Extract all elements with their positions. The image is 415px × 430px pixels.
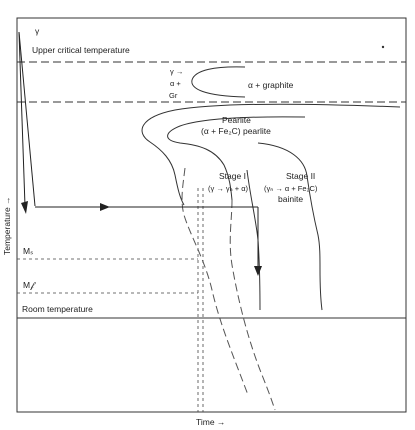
mf-label: M𝒻 (23, 280, 37, 290)
ms-label: Mₛ (23, 246, 33, 256)
stage2-curve (257, 142, 323, 311)
pearlite-label: Pearlite (222, 115, 251, 125)
pearlite-dashed-extension-b (229, 199, 276, 411)
room-temperature-label: Room temperature (22, 304, 93, 314)
plot-frame (16, 17, 407, 413)
stage2-reaction-label: (γₙ → α + Fe₂C) (264, 184, 318, 193)
graphite-curve (191, 66, 246, 98)
marker-dot (381, 45, 385, 49)
gamma-arrow-label: γ → (170, 67, 183, 76)
pearlite-finish-curve (167, 116, 306, 201)
pearlite-detail-label: (α + Fe₂C) pearlite (201, 126, 271, 136)
cooling-arrowhead (21, 201, 28, 214)
upper-critical-label: Upper critical temperature (32, 45, 130, 55)
pearlite-dashed-extension-a (181, 167, 249, 396)
alpha-plus-label: α + (170, 79, 181, 88)
isothermal-arrowhead (100, 203, 110, 211)
cooling-path-diagonal (18, 31, 36, 207)
cooling-path-fast (18, 31, 26, 207)
pearlite-start-curve (141, 103, 401, 206)
gamma-label: γ (35, 26, 40, 36)
x-axis-label: Time → (196, 417, 225, 427)
alpha-graphite-label: α + graphite (248, 80, 294, 90)
stage2-label: Stage II (286, 171, 315, 181)
final-arrowhead (254, 266, 262, 276)
bainite-label: bainite (278, 194, 303, 204)
y-axis-label: Temperature → (2, 196, 12, 255)
gr-label: Gr (169, 91, 178, 100)
stage1-reaction-label: (γ → γₙ + α) (208, 184, 249, 193)
stage1-label: Stage I (219, 171, 246, 181)
